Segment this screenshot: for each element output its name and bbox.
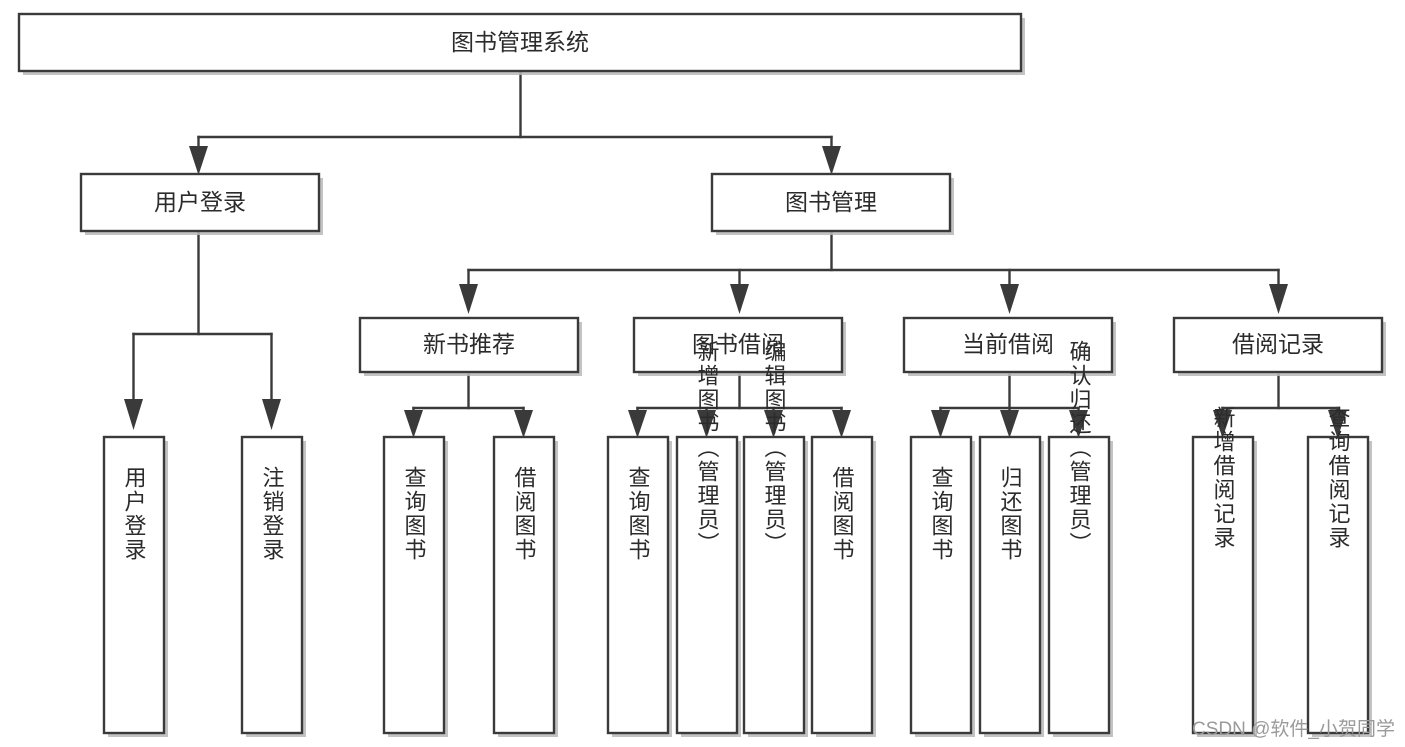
node-leaf-query-book-2[interactable]: 查询图书 [606, 435, 672, 737]
borrow-record-label: 借阅记录 [1232, 331, 1324, 357]
arrowhead-borrow-record [1269, 284, 1288, 314]
leaf-add-book-box[interactable] [675, 435, 739, 735]
leaf-query-book-2-box[interactable] [606, 435, 670, 735]
leaf-query-record-box[interactable] [1306, 435, 1370, 735]
user-login-box[interactable] [79, 172, 321, 233]
arrowhead-leaf-edit-book [764, 410, 783, 438]
node-book-management[interactable]: 图书管理 [710, 172, 954, 235]
leaf-query-book-1-label: 查询图书 [402, 466, 427, 562]
leaf-edit-book-box[interactable] [742, 435, 806, 735]
arrowhead-leaf-query-record [1328, 410, 1347, 438]
node-leaf-borrow-book-2[interactable]: 借阅图书 [810, 435, 876, 737]
node-root[interactable]: 图书管理系统 [17, 12, 1025, 75]
arrowhead-leaf-borrow-book-2 [832, 410, 851, 438]
book-borrow-box[interactable] [632, 316, 844, 374]
arrowhead-book-management [822, 146, 841, 175]
book-management-label: 图书管理 [785, 189, 877, 215]
leaf-borrow-book-1-box[interactable] [492, 435, 556, 735]
leaf-add-record-label: 新增借阅记录 [1211, 406, 1236, 550]
arrowhead-leaf-query-book-1 [404, 410, 423, 438]
node-leaf-query-record[interactable]: 查询借阅记录 [1306, 406, 1372, 737]
current-borrow-label: 当前借阅 [962, 331, 1054, 357]
arrowhead-leaf-borrow-book-1 [514, 410, 533, 438]
book-management-box[interactable] [710, 172, 952, 233]
leaf-query-book-3-box[interactable] [909, 435, 973, 735]
new-book-recommend-label: 新书推荐 [423, 331, 515, 357]
current-borrow-box[interactable] [902, 316, 1114, 374]
arrowhead-leaf-user-login [124, 399, 143, 430]
leaf-add-book-label: 新增图书（管理员） [695, 340, 720, 556]
csdn-watermark: CSDN @软件_小贺同学 [1192, 718, 1395, 740]
book-borrow-label: 图书借阅 [692, 331, 784, 357]
leaf-confirm-return-label: 确认归还（管理员） [1067, 340, 1092, 556]
leaf-user-login-label: 用户登录 [122, 466, 147, 562]
node-leaf-add-book[interactable]: 新增图书（管理员） [675, 340, 741, 737]
node-leaf-query-book-3[interactable]: 查询图书 [909, 435, 975, 737]
node-new-book-recommend[interactable]: 新书推荐 [358, 316, 582, 376]
root-label: 图书管理系统 [451, 29, 589, 55]
leaf-return-book-box[interactable] [978, 435, 1042, 735]
node-user-login[interactable]: 用户登录 [79, 172, 323, 235]
arrowhead-new-book-recommend [459, 284, 478, 314]
arrowhead-leaf-return-book [1000, 410, 1019, 438]
leaf-user-logout-box[interactable] [240, 435, 304, 735]
node-leaf-edit-book[interactable]: 编辑图书（管理员） [742, 340, 808, 737]
node-book-borrow[interactable]: 图书借阅 [632, 316, 846, 376]
leaf-query-record-label: 查询借阅记录 [1326, 406, 1351, 550]
node-leaf-user-login[interactable]: 用户登录 [102, 435, 168, 737]
node-leaf-query-book-1[interactable]: 查询图书 [382, 435, 448, 737]
arrowhead-current-borrow [1000, 284, 1019, 314]
node-leaf-return-book[interactable]: 归还图书 [978, 435, 1044, 737]
node-leaf-borrow-book-1[interactable]: 借阅图书 [492, 435, 558, 737]
node-borrow-record[interactable]: 借阅记录 [1172, 316, 1386, 376]
leaf-borrow-book-2-box[interactable] [810, 435, 874, 735]
arrowhead-leaf-query-book-2 [628, 410, 647, 438]
node-current-borrow[interactable]: 当前借阅 [902, 316, 1116, 376]
arrowhead-leaf-user-logout [262, 399, 281, 430]
leaf-user-logout-label: 注销登录 [260, 466, 285, 562]
leaf-query-book-2-label: 查询图书 [626, 466, 651, 562]
root-box[interactable] [17, 12, 1023, 73]
leaf-edit-book-label: 编辑图书（管理员） [762, 340, 787, 556]
leaf-add-record-box[interactable] [1191, 435, 1255, 735]
leaf-borrow-book-1-label: 借阅图书 [512, 466, 537, 562]
arrowhead-leaf-add-book [697, 410, 716, 438]
leaf-borrow-book-2-label: 借阅图书 [830, 466, 855, 562]
node-leaf-add-record[interactable]: 新增借阅记录 [1191, 406, 1257, 737]
new-book-recommend-box[interactable] [358, 316, 580, 374]
node-leaf-user-logout[interactable]: 注销登录 [240, 435, 306, 737]
borrow-record-box[interactable] [1172, 316, 1384, 374]
arrowhead-book-borrow [730, 284, 749, 314]
leaf-confirm-return-box[interactable] [1047, 435, 1111, 735]
leaf-user-login-box[interactable] [102, 435, 166, 735]
leaf-query-book-3-label: 查询图书 [929, 466, 954, 562]
leaf-query-book-1-box[interactable] [382, 435, 446, 735]
node-leaf-confirm-return[interactable]: 确认归还（管理员） [1047, 340, 1113, 737]
arrowhead-leaf-confirm-return [1069, 410, 1088, 438]
user-login-label: 用户登录 [154, 189, 246, 215]
arrowhead-leaf-add-record [1213, 410, 1232, 438]
arrowhead-leaf-query-book-3 [931, 410, 950, 438]
arrowhead-user-login [189, 146, 208, 175]
connector-group [124, 70, 1347, 438]
leaf-return-book-label: 归还图书 [998, 466, 1023, 562]
